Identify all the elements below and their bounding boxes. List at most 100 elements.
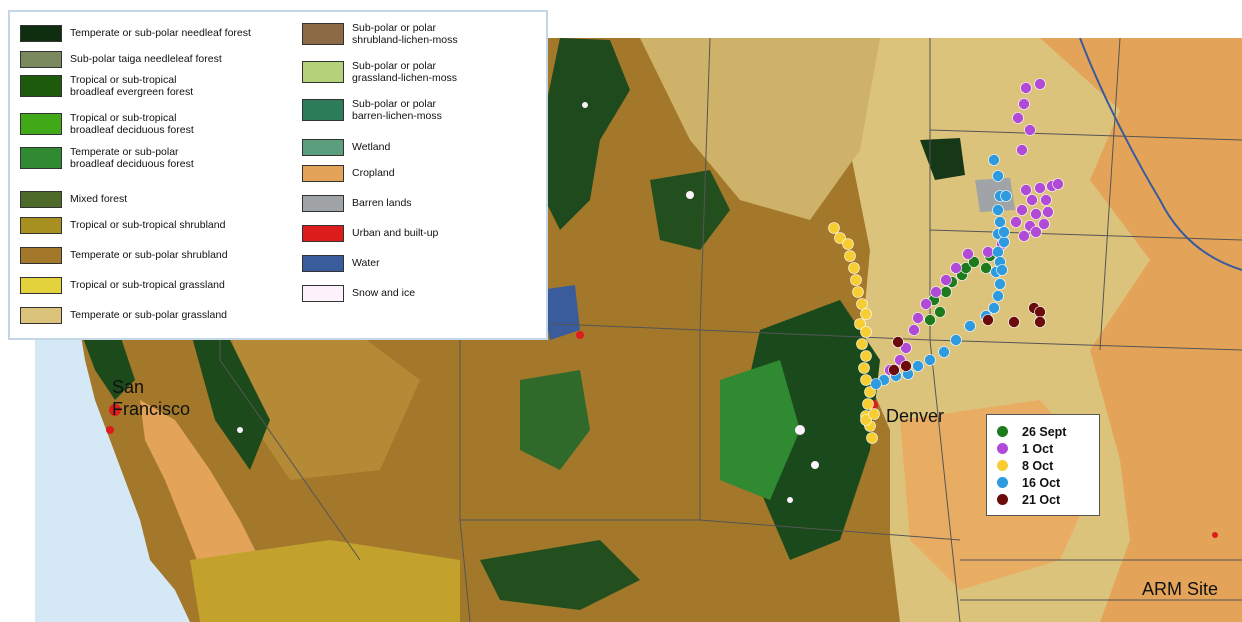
- legend-swatch: [20, 113, 62, 135]
- legend-item: Sub-polar or polar shrubland-lichen-moss: [302, 22, 542, 60]
- legend-label: Mixed forest: [70, 193, 128, 205]
- missouri-river: [1079, 38, 1242, 271]
- coast-forest: [80, 330, 135, 400]
- legend-item: Snow and ice: [302, 282, 542, 312]
- flight-point: [934, 306, 946, 318]
- flight-point: [1000, 190, 1012, 202]
- legend-swatch: [302, 139, 344, 156]
- flight-point: [1012, 112, 1024, 124]
- legend-item: Tropical or sub-tropical broadleaf everg…: [20, 74, 302, 112]
- legend-label: Water: [352, 257, 380, 269]
- flight-point: [982, 314, 994, 326]
- legend-item: Tropical or sub-tropical shrubland: [20, 214, 302, 244]
- legend-label: Sub-polar or polar barren-lichen-moss: [352, 98, 442, 122]
- date-dot-icon: [997, 443, 1008, 454]
- flight-point: [1020, 184, 1032, 196]
- flight-point: [996, 264, 1008, 276]
- flight-point: [940, 286, 952, 298]
- legend-swatch: [20, 75, 62, 97]
- arizona-forest: [480, 540, 640, 610]
- date-dot-icon: [997, 494, 1008, 505]
- flight-point: [1018, 98, 1030, 110]
- legend-label: Urban and built-up: [352, 227, 439, 239]
- flight-point: [856, 298, 868, 310]
- date-legend-row: 8 Oct: [997, 457, 1099, 474]
- legend-label: Tropical or sub-tropical grassland: [70, 279, 225, 291]
- legend-item: Sub-polar or polar grassland-lichen-moss: [302, 60, 542, 98]
- black-hills-forest: [920, 138, 965, 180]
- legend-label: Snow and ice: [352, 287, 416, 299]
- flight-point: [844, 250, 856, 262]
- flight-point: [920, 298, 932, 310]
- flight-point: [850, 274, 862, 286]
- flight-point: [950, 334, 962, 346]
- state-borders: [219, 38, 1242, 622]
- flight-point: [1040, 194, 1052, 206]
- flight-point: [988, 302, 1000, 314]
- flight-point: [912, 360, 924, 372]
- legend-label: Cropland: [352, 167, 395, 179]
- legend-label: Wetland: [352, 141, 391, 153]
- flight-point: [1034, 182, 1046, 194]
- legend-swatch: [20, 25, 62, 42]
- legend-label: Tropical or sub-tropical shrubland: [70, 219, 226, 231]
- flight-point: [992, 290, 1004, 302]
- colorado-green: [720, 360, 800, 500]
- legend-swatch: [20, 147, 62, 169]
- legend-label: Barren lands: [352, 197, 412, 209]
- flight-point: [852, 286, 864, 298]
- city-label-san-francisco: San Francisco: [112, 377, 191, 419]
- flight-point: [940, 274, 952, 286]
- legend-item: Water: [302, 252, 542, 282]
- legend-swatch: [20, 51, 62, 68]
- utah-forest: [520, 370, 590, 470]
- legend-swatch: [20, 191, 62, 208]
- legend-swatch: [20, 217, 62, 234]
- legend-swatch: [302, 99, 344, 121]
- flight-point: [834, 232, 846, 244]
- legend-item: Sub-polar or polar barren-lichen-moss: [302, 98, 542, 136]
- legend-label: Sub-polar taiga needleleaf forest: [70, 53, 222, 65]
- flight-points: [828, 78, 1064, 444]
- flight-point: [1010, 216, 1022, 228]
- legend-right-column: Sub-polar or polar shrubland-lichen-moss…: [302, 22, 542, 312]
- legend-item: Urban and built-up: [302, 222, 542, 252]
- legend-label: Tropical or sub-tropical broadleaf everg…: [70, 74, 194, 98]
- legend-item: Tropical or sub-tropical broadleaf decid…: [20, 112, 302, 146]
- legend-label: Sub-polar or polar shrubland-lichen-moss: [352, 22, 458, 46]
- flight-point: [912, 312, 924, 324]
- flight-point: [950, 262, 962, 274]
- flight-point: [992, 246, 1004, 258]
- southwest-grassland: [190, 540, 460, 622]
- flight-point: [860, 308, 872, 320]
- flight-point: [998, 226, 1010, 238]
- rocky-forest-north: [535, 38, 630, 230]
- flight-point: [860, 326, 872, 338]
- flight-point: [1052, 178, 1064, 190]
- flight-point: [854, 318, 866, 330]
- flight-point: [998, 236, 1010, 248]
- flight-point: [1030, 226, 1042, 238]
- flight-point: [988, 154, 1000, 166]
- site-label-arm: ARM Site: [1142, 579, 1219, 599]
- legend-swatch: [20, 277, 62, 294]
- flight-point: [980, 262, 992, 274]
- legend-swatch: [20, 247, 62, 264]
- flight-point: [992, 204, 1004, 216]
- flight-point: [848, 262, 860, 274]
- date-label: 26 Sept: [1022, 424, 1067, 439]
- flight-point: [994, 278, 1006, 290]
- flight-point: [842, 238, 854, 250]
- flight-point: [868, 408, 880, 420]
- snow-patches: [237, 102, 819, 503]
- date-dot-icon: [997, 426, 1008, 437]
- flight-point: [900, 342, 912, 354]
- legend-label: Temperate or sub-polar needleaf forest: [70, 27, 251, 39]
- legend-swatch: [302, 255, 344, 272]
- yellowstone-forest: [650, 170, 730, 250]
- montana-grassland: [640, 38, 880, 220]
- flight-point: [992, 170, 1004, 182]
- legend-item: Temperate or sub-polar needleaf forest: [20, 22, 302, 48]
- flight-point: [962, 248, 974, 260]
- date-legend-row: 26 Sept: [997, 423, 1099, 440]
